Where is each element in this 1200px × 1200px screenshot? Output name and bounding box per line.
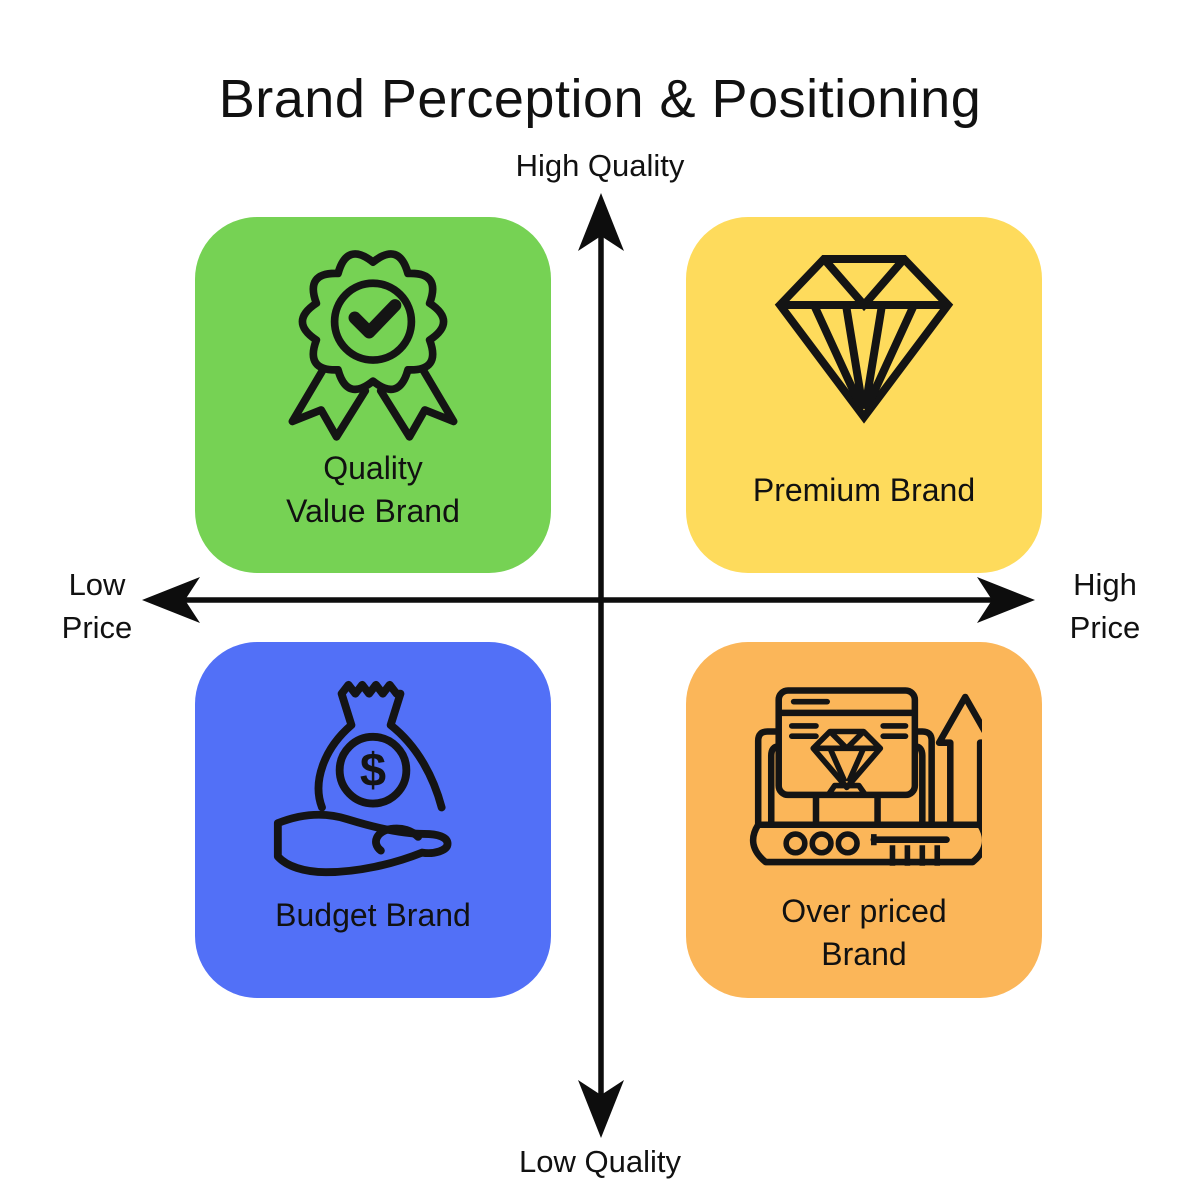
quadrant-label-line1: Premium Brand bbox=[752, 471, 976, 508]
arrow-up-icon bbox=[935, 693, 982, 825]
quadrant-label-line2: Value Brand bbox=[286, 493, 460, 529]
axis-label-high-price-line2: Price bbox=[1069, 610, 1141, 645]
monitor-frame-right-outer bbox=[914, 727, 935, 825]
monitor-frame-left-outer bbox=[754, 727, 779, 825]
quadrant-budget-brand: $ Budget Brand bbox=[195, 642, 551, 998]
diamond-icon bbox=[774, 254, 954, 424]
axis-label-low-price: Low Price bbox=[22, 563, 172, 649]
quadrant-icon-zone: $ bbox=[195, 672, 551, 887]
quadrant-label-line1: Budget Brand bbox=[275, 896, 471, 933]
axis-label-high-price: High Price bbox=[1030, 563, 1180, 649]
dollar-sign-glyph: $ bbox=[360, 743, 386, 796]
badge-rosette bbox=[298, 249, 448, 393]
quadrant-label-line1: Over priced bbox=[781, 893, 947, 929]
award-badge-check-icon bbox=[288, 249, 458, 441]
quadrant-label: Budget Brand bbox=[195, 867, 551, 963]
mini-diamond-icon bbox=[809, 728, 883, 797]
quadrant-label: Over priced Brand bbox=[686, 885, 1042, 981]
diamond-outline bbox=[774, 254, 954, 424]
axis-label-low-price-line1: Low bbox=[68, 567, 126, 602]
quadrant-overpriced-brand: Over priced Brand bbox=[686, 642, 1042, 998]
axis-label-high-price-line1: High bbox=[1073, 567, 1137, 602]
badge-right-ribbon bbox=[376, 365, 458, 441]
quadrant-premium-brand: Premium Brand bbox=[686, 217, 1042, 573]
browser-window bbox=[774, 686, 918, 798]
badge-left-ribbon bbox=[288, 365, 370, 441]
arrowhead-right-icon bbox=[977, 577, 1035, 623]
quadrant-label-line2: Brand bbox=[821, 936, 907, 972]
device-base bbox=[749, 820, 982, 865]
diamond-top-facets bbox=[820, 255, 908, 311]
quadrant-label: Premium Brand bbox=[686, 442, 1042, 538]
base-comb-teeth bbox=[870, 833, 940, 866]
price-increase-store-icon bbox=[749, 686, 982, 866]
quadrant-quality-value-brand: Quality Value Brand bbox=[195, 217, 551, 573]
thumb-line bbox=[372, 824, 423, 855]
quadrant-label-line1: Quality bbox=[323, 450, 423, 486]
base-buttons bbox=[782, 830, 860, 856]
axis-label-low-price-line2: Price bbox=[61, 610, 133, 645]
monitor-stand-lines bbox=[812, 794, 881, 825]
money-bag-outline bbox=[314, 680, 446, 812]
axis-label-low-quality: Low Quality bbox=[519, 1144, 681, 1179]
quadrant-icon-zone bbox=[686, 672, 1042, 887]
browser-text-lines bbox=[788, 722, 908, 739]
horizontal-axis bbox=[142, 577, 1035, 623]
arrowhead-down-icon bbox=[578, 1080, 624, 1138]
badge-inner-circle bbox=[330, 278, 416, 364]
quadrant-icon-zone bbox=[686, 229, 1042, 444]
quadrant-icon-zone bbox=[195, 229, 551, 444]
page-title: Brand Perception & Positioning bbox=[218, 69, 982, 129]
checkmark-icon bbox=[348, 298, 402, 338]
coin-circle bbox=[335, 732, 411, 808]
axis-label-high-quality: High Quality bbox=[515, 148, 685, 183]
diamond-lower-facets bbox=[810, 302, 918, 410]
vertical-axis bbox=[578, 193, 624, 1138]
quadrant-label: Quality Value Brand bbox=[195, 442, 551, 538]
money-bag-in-hand-icon: $ bbox=[273, 680, 452, 877]
arrowhead-up-icon bbox=[578, 193, 624, 251]
hand-outline bbox=[273, 810, 452, 877]
